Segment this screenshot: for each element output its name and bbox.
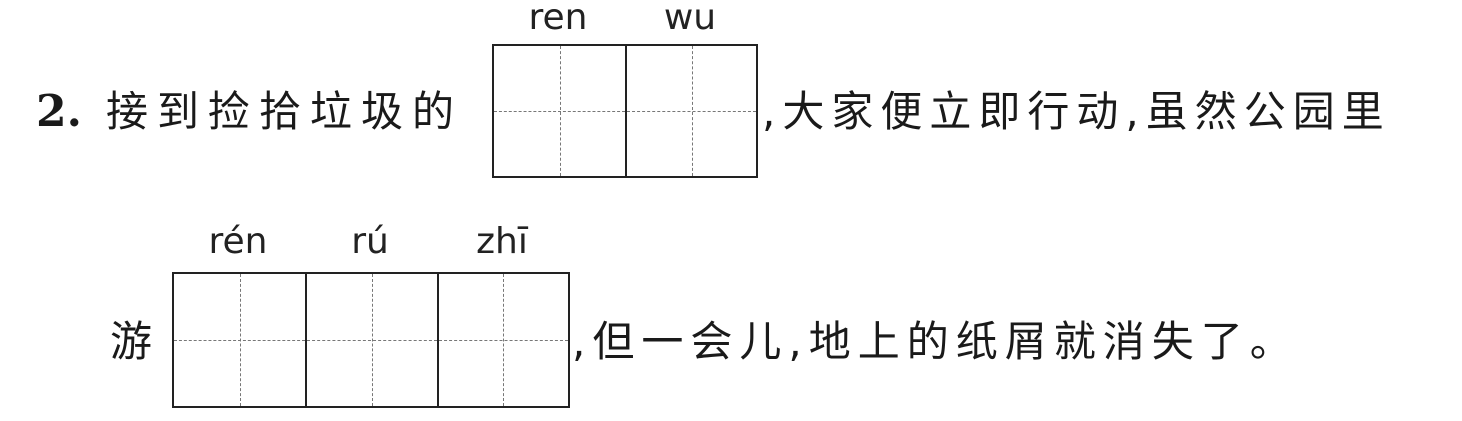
line2-prefix-text: 游: [110, 317, 162, 366]
line2-suffix-text: ,但一会儿,地上的纸屑就消失了。: [572, 317, 1299, 366]
pinyin-zhi: zhī: [476, 221, 528, 262]
pinyin-wu: wu: [663, 0, 717, 38]
tian-zi-ge-cell[interactable]: [625, 46, 756, 176]
tian-zi-ge-cell[interactable]: [494, 46, 625, 176]
tian-zi-ge-cell[interactable]: [436, 274, 569, 406]
line1-suffix-text: ,大家便立即行动,虽然公园里: [762, 87, 1391, 136]
answer-grid-2[interactable]: [172, 272, 570, 408]
pinyin-ren2: rén: [208, 221, 268, 262]
pinyin-ru: rú: [351, 221, 389, 262]
pinyin-ren: ren: [528, 0, 588, 38]
tian-zi-ge-cell[interactable]: [174, 274, 306, 406]
question-number: 2.: [36, 86, 82, 137]
tian-zi-ge-cell[interactable]: [305, 274, 437, 406]
line1-prefix-text: 接到捡拾垃圾的: [106, 87, 464, 136]
answer-grid-1[interactable]: [492, 44, 758, 178]
